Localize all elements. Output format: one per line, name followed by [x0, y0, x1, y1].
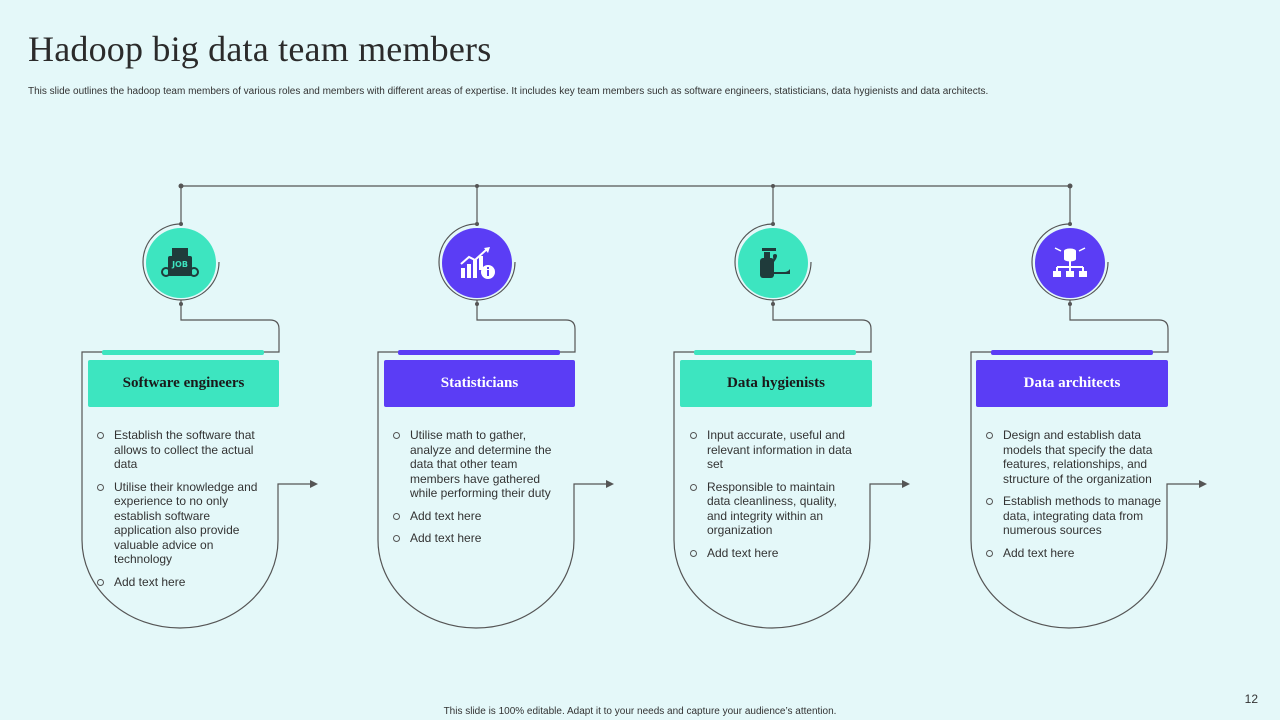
- list-item: Utilise math to gather, analyze and dete…: [391, 428, 561, 501]
- list-item: Add text here: [688, 546, 858, 561]
- page-number: 12: [1244, 692, 1258, 706]
- list-item: Add text here: [95, 575, 265, 590]
- list-item: Establish the software that allows to co…: [95, 428, 265, 472]
- data-architects-points: Design and establish data models that sp…: [984, 428, 1162, 568]
- job-gear-icon: JOB: [161, 248, 199, 277]
- accent-bar: [991, 350, 1153, 355]
- slide-title: Hadoop big data team members: [28, 29, 492, 69]
- svg-text:JOB: JOB: [171, 260, 188, 269]
- role-header-data-architects: Data architects: [976, 360, 1168, 407]
- role-header-statisticians: Statisticians: [384, 360, 575, 407]
- list-item: Establish methods to manage data, integr…: [984, 494, 1162, 538]
- data-hygienists-points: Input accurate, useful and relevant info…: [688, 428, 858, 568]
- slide-footer: This slide is 100% editable. Adapt it to…: [443, 706, 837, 717]
- list-item: Design and establish data models that sp…: [984, 428, 1162, 486]
- growth-chart-info-icon: [460, 247, 495, 279]
- data-architect-icon-circle: [1035, 228, 1105, 298]
- database-network-icon: [1053, 247, 1087, 277]
- list-item: Responsible to maintain data cleanliness…: [688, 480, 858, 538]
- list-item: Add text here: [984, 546, 1162, 561]
- software-engineer-icon-circle: JOB: [146, 228, 216, 298]
- role-header-data-hygienists: Data hygienists: [680, 360, 872, 407]
- accent-bar: [102, 350, 264, 355]
- list-item: Add text here: [391, 531, 561, 546]
- statisticians-points: Utilise math to gather, analyze and dete…: [391, 428, 561, 554]
- slide-subtitle: This slide outlines the hadoop team memb…: [28, 86, 989, 97]
- sanitizer-hand-icon: [760, 248, 790, 278]
- software-engineers-points: Establish the software that allows to co…: [95, 428, 265, 597]
- list-item: Input accurate, useful and relevant info…: [688, 428, 858, 472]
- list-item: Utilise their knowledge and experience t…: [95, 480, 265, 567]
- role-header-software-engineers: Software engineers: [88, 360, 279, 407]
- list-item: Add text here: [391, 509, 561, 524]
- accent-bar: [694, 350, 856, 355]
- data-hygienist-icon-circle: [738, 228, 808, 298]
- accent-bar: [398, 350, 560, 355]
- statistician-icon-circle: [442, 228, 512, 298]
